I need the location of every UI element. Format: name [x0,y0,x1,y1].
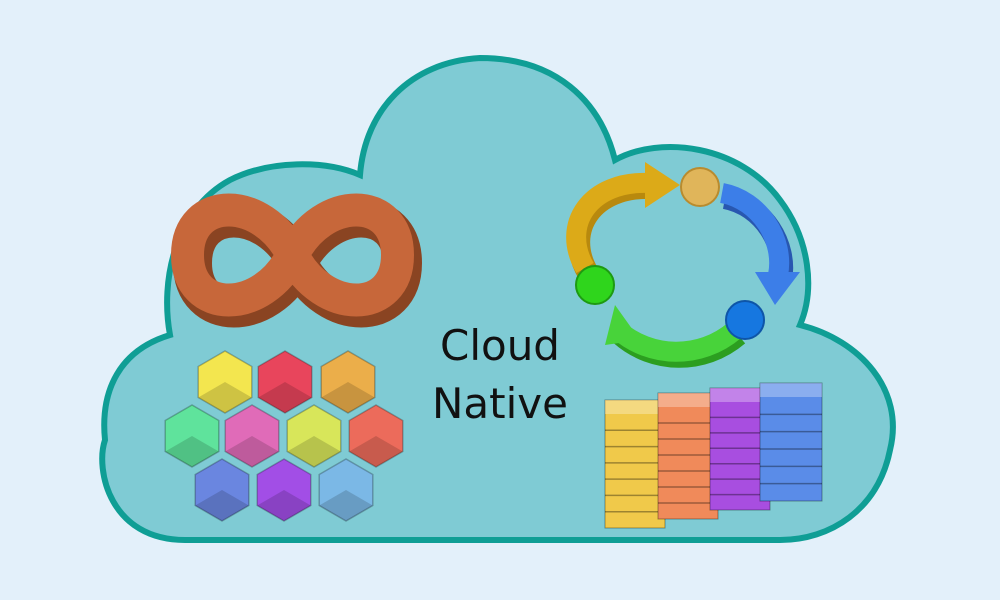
hexagon-cell [348,404,404,468]
hexagon-cell [197,350,253,414]
hexagon-shade [195,490,249,521]
hexagon-shade [321,382,375,413]
hexagon-cell [318,458,374,522]
hexagon-cell [320,350,376,414]
hexagon-shade [198,382,252,413]
hexagon-shade [319,490,373,521]
hexagon-shade [225,436,279,467]
server-stacks-icon [604,382,823,529]
server-stack-top [710,388,770,402]
hexagon-shade [165,436,219,467]
hexagon-cell [164,404,220,468]
hexagon-cell [194,458,250,522]
hexagon-cell [257,350,313,414]
server-stack-top [760,383,822,397]
hexagon-cell [256,458,312,522]
hexagon-shade [287,436,341,467]
hexagon-shade [258,382,312,413]
hexagon-cell [286,404,342,468]
hexagon-cell [224,404,280,468]
title-line-cloud: Cloud [440,321,560,370]
infinity-icon [170,193,423,328]
server-stack-top [605,400,665,414]
cycle-arrows-icon [566,162,800,368]
hexagon-shade [257,490,311,521]
server-stack [604,399,666,529]
title-line-native: Native [432,379,568,428]
server-stack-top [658,393,718,407]
server-stack [759,382,823,502]
server-stack [657,392,719,520]
hexagon-cluster-icon [164,350,404,522]
hexagon-shade [349,436,403,467]
